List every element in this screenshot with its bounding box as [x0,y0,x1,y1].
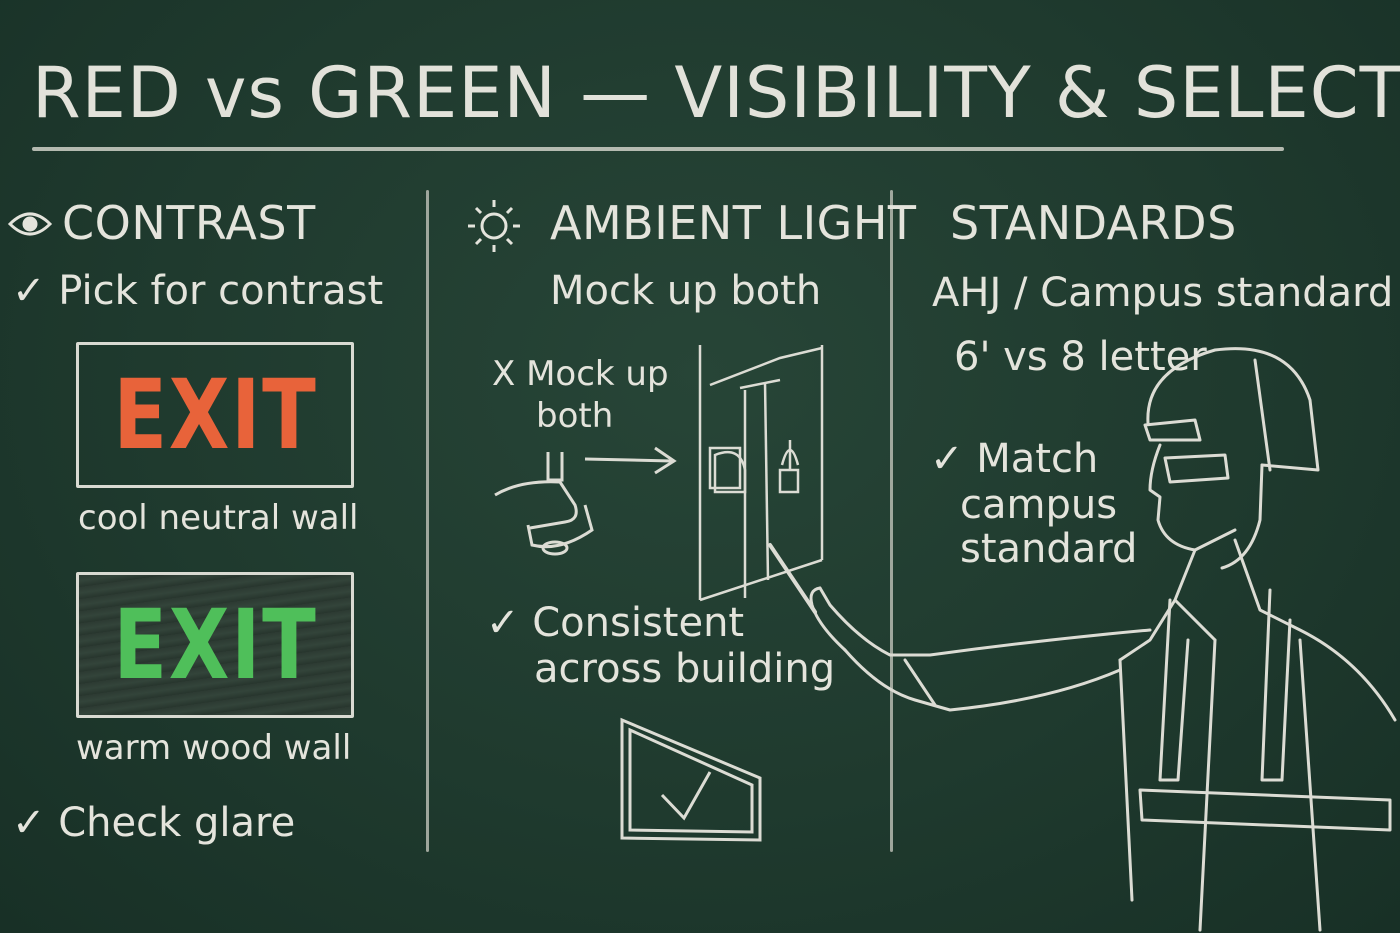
title-underline [32,147,1284,151]
ambient-check-line1: ✓ Consistent [486,600,745,646]
exit-sign-green: EXIT [76,572,354,718]
arrow-icon [584,446,677,475]
exit-sign-red-text: EXIT [112,359,317,471]
column-divider-1 [426,190,429,852]
ambient-heading: AMBIENT LIGHT [550,196,917,250]
standards-heading: STANDARDS [950,196,1237,250]
column-divider-2 [890,190,893,852]
standards-line1: AHJ / Campus standard [932,270,1394,316]
room-sketch [698,345,824,602]
page-title: RED vs GREEN — VISIBILITY & SELECTION [32,52,1400,134]
construction-worker-figure [809,347,1397,932]
exit-sign-green-text: EXIT [112,589,317,701]
ambient-check-line2: across building [534,646,836,692]
contrast-check-2: ✓ Check glare [12,800,296,846]
ambient-x-note-line2: both [536,396,614,436]
checkmark-panel-icon [620,717,762,842]
light-fixture-icon [494,452,594,556]
chalk-pointer [768,543,817,614]
standards-check-line2: campus [960,482,1118,528]
eye-icon [7,212,53,236]
caption-red: cool neutral wall [78,498,359,538]
standards-check-line3: standard [960,526,1138,572]
ambient-subtitle: Mock up both [550,268,822,314]
standards-line2: 6' vs 8 letter [954,334,1207,380]
contrast-check-1: ✓ Pick for contrast [12,268,384,314]
ambient-x-note-line1: X Mock up [492,354,669,394]
exit-sign-red: EXIT [76,342,354,488]
standards-check-line1: ✓ Match [930,436,1099,482]
contrast-heading: CONTRAST [62,196,316,250]
sun-icon [468,200,520,252]
caption-green: warm wood wall [76,728,352,768]
